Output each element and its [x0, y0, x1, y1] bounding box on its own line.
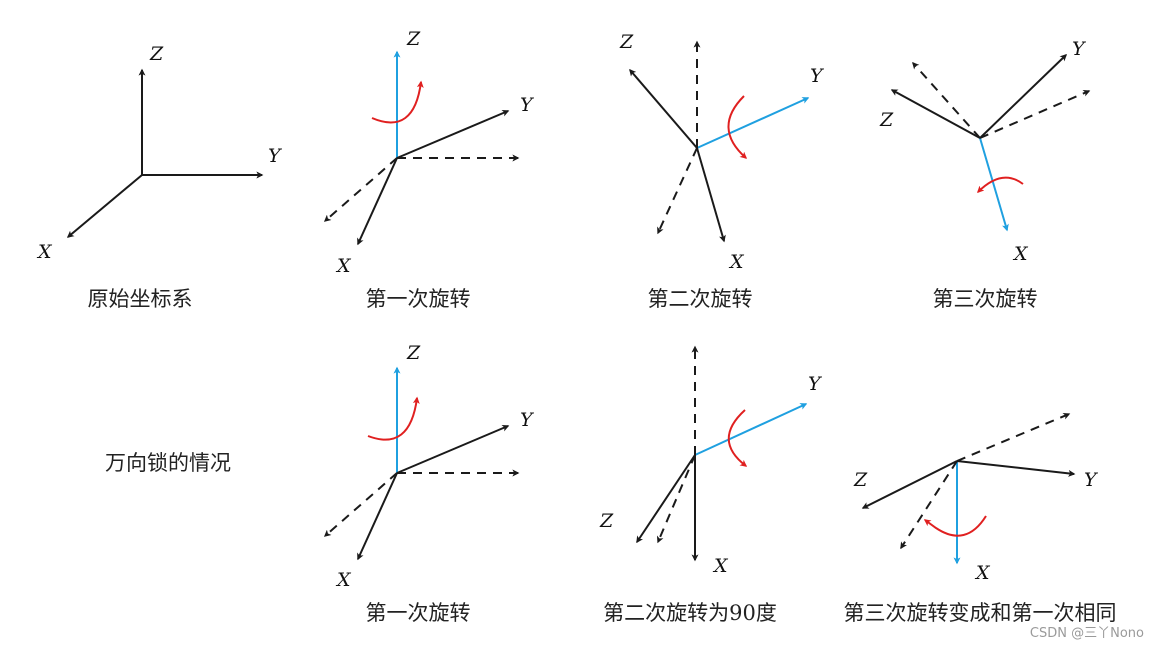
x-axis	[357, 472, 398, 561]
original-x-axis-dashed	[323, 472, 398, 537]
z-axis	[629, 68, 698, 149]
panel-caption: 第三次旋转	[933, 287, 1038, 311]
panel-rotation-1: Z Y X 第一次旋转	[323, 28, 535, 311]
z-axis-label: Z	[853, 469, 868, 491]
panel-original: Z Y X 原始坐标系	[36, 43, 283, 311]
y-axis	[396, 424, 510, 474]
y-axis	[979, 54, 1068, 139]
previous-y-axis-dashed	[979, 90, 1091, 139]
z-axis	[636, 454, 696, 544]
rotation-arrow-icon	[727, 95, 748, 159]
rotation-arrow-icon	[371, 80, 424, 124]
panel-caption: 第二次旋转	[648, 287, 753, 311]
z-axis-label: Z	[406, 342, 421, 364]
x-axis-label: X	[728, 251, 745, 273]
previous-x-axis-dashed	[656, 454, 696, 544]
x-axis-label: X	[335, 569, 352, 591]
x-axis	[66, 174, 143, 238]
panel-gimbal-rotation-3: Z Y X 第三次旋转变成和第一次相同	[844, 412, 1117, 625]
z-axis-label: Z	[149, 43, 164, 65]
x-axis-label: X	[335, 255, 352, 277]
watermark: CSDN @三丫Nono	[1030, 626, 1144, 641]
x-axis-rotation-axis	[979, 137, 1009, 232]
panel-caption: 原始坐标系	[88, 287, 193, 311]
panel-gimbal-rotation-1: Z Y X 第一次旋转	[323, 342, 535, 625]
previous-z-axis-dashed	[900, 460, 958, 550]
panel-caption: 第一次旋转	[366, 601, 471, 625]
y-axis-label: Y	[1084, 469, 1099, 491]
z-axis-label: Z	[599, 510, 614, 532]
z-axis-label: Z	[619, 31, 634, 53]
x-axis-label: X	[1012, 243, 1029, 265]
rotation-arrow-icon	[923, 515, 987, 537]
z-axis-label: Z	[879, 109, 894, 131]
panel-rotation-2: Z Y X 第二次旋转	[619, 31, 825, 311]
y-axis-label: Y	[520, 94, 535, 116]
z-axis	[890, 89, 981, 139]
y-axis-label: Y	[268, 145, 283, 167]
x-axis-label: X	[974, 562, 991, 584]
y-axis	[396, 109, 510, 159]
y-axis-label: Y	[1072, 38, 1087, 60]
rotation-arrow-icon	[727, 409, 748, 467]
x-axis	[357, 157, 398, 246]
rotation-arrow-icon	[977, 176, 1024, 193]
panel-gimbal-rotation-2: Z Y X 第二次旋转为90度	[599, 345, 823, 625]
rotation-arrow-icon	[367, 396, 420, 441]
previous-y-axis-dashed	[956, 412, 1071, 462]
y-axis-label: Y	[810, 65, 825, 87]
y-axis	[956, 460, 1076, 477]
panel-caption: 第一次旋转	[366, 287, 471, 311]
panel-caption: 第二次旋转为90度	[603, 601, 777, 625]
x-axis-label: X	[36, 241, 53, 263]
panel-rotation-3: Z Y X 第三次旋转	[879, 38, 1091, 311]
original-x-axis-dashed	[323, 157, 398, 222]
previous-x-axis-dashed	[657, 147, 698, 235]
y-axis-rotation-axis	[696, 97, 810, 149]
panel-caption: 第三次旋转变成和第一次相同	[844, 601, 1117, 625]
x-axis	[696, 147, 726, 243]
previous-z-axis-dashed	[912, 61, 981, 139]
z-axis	[861, 460, 958, 509]
y-axis-label: Y	[808, 373, 823, 395]
x-axis-label: X	[712, 555, 729, 577]
z-axis-label: Z	[406, 28, 421, 50]
y-axis-label: Y	[520, 409, 535, 431]
y-axis-rotation-axis	[694, 403, 808, 456]
gimbal-lock-row-label: 万向锁的情况	[105, 451, 231, 475]
